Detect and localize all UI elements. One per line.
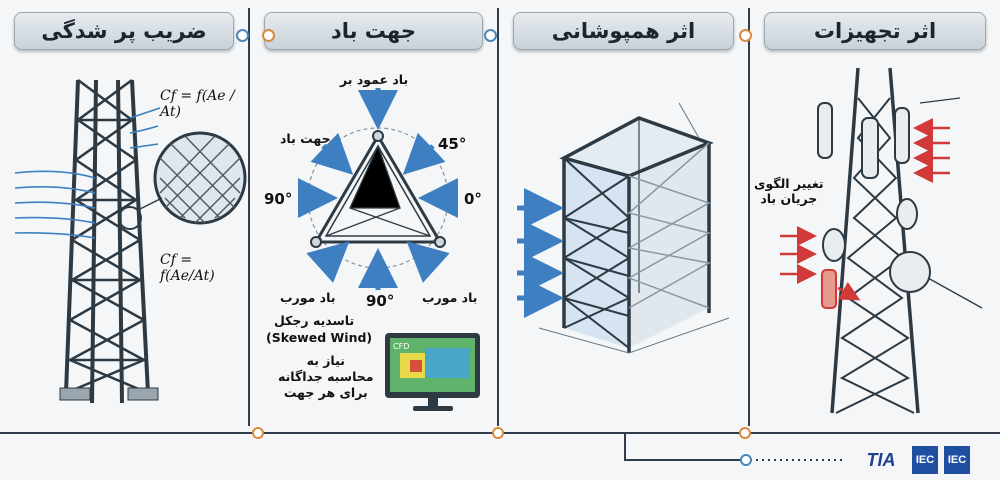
- connector-dot: [262, 29, 275, 42]
- equipment-tower-illustration: [780, 67, 983, 414]
- flow-note-line-2: جریان باد: [760, 191, 818, 206]
- label-skewed-en: (Skewed Wind): [266, 330, 373, 345]
- lattice-tower-illustration: [14, 78, 247, 404]
- iec-logo: IEC: [944, 446, 970, 474]
- formula-bottom: Cf = f(Ae/At): [160, 252, 215, 284]
- label-cfd-note: نیاز به محاسبه جداگانه برای هر جهت: [278, 353, 374, 401]
- bottom-timeline: [0, 427, 1000, 466]
- label-angle-90-bottom: 90°: [366, 292, 395, 310]
- panel-shielding: اثر همپوشانی: [499, 8, 750, 426]
- label-wind-direction: جهت باد: [280, 131, 331, 146]
- wind-direction-diagram: CFD: [298, 88, 480, 411]
- panel-title-wind-direction: جهت باد: [264, 12, 483, 50]
- label-angle-90-left: 90°: [264, 190, 293, 208]
- flow-note-line-1: تغییر الگوی: [754, 176, 824, 191]
- connector-dot: [236, 29, 249, 42]
- panel-equipment: اثر تجهیزات: [750, 8, 1000, 426]
- cfd-note-line-2: محاسبه جداگانه: [278, 369, 374, 384]
- monitor-label: CFD: [393, 342, 409, 351]
- formula-top: Cf = f(Ae / At): [160, 88, 235, 120]
- panel-solidity: ضریب پر شدگی: [0, 8, 250, 426]
- connector-dot: [484, 29, 497, 42]
- shielding-tower-illustration: [517, 102, 730, 354]
- panel-wind-direction: جهت باد: [250, 8, 499, 426]
- label-flow-note: تغییر الگوی جریان باد: [754, 176, 824, 206]
- panel-title-shielding: اثر همپوشانی: [513, 12, 734, 50]
- iec-logo: IEC: [912, 446, 938, 474]
- label-angle-0: 0°: [464, 190, 482, 208]
- cfd-note-line-1: نیاز به: [306, 353, 345, 368]
- tia-logo: TIA: [866, 449, 896, 470]
- panel-title-solidity: ضریب پر شدگی: [14, 12, 234, 50]
- connector-dot: [739, 29, 752, 42]
- label-oblique-left: باد مورب: [280, 290, 336, 305]
- label-oblique-right: باد مورب: [422, 290, 478, 305]
- label-angle-45: 45°: [438, 135, 467, 153]
- cfd-note-line-3: برای هر جهت: [283, 385, 368, 400]
- panel-title-equipment: اثر تجهیزات: [764, 12, 986, 50]
- label-normal-wind: باد عمود بر: [340, 72, 409, 87]
- label-skewed-fa: تاسدیه رجکل: [274, 313, 355, 328]
